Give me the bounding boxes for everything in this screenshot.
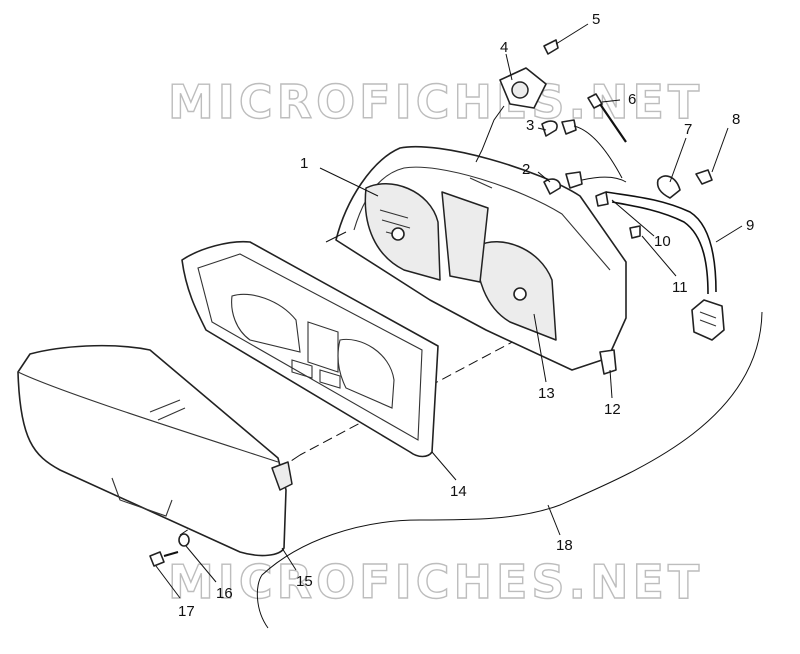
callout-4: 4 bbox=[500, 39, 508, 56]
leader-12 bbox=[609, 369, 613, 399]
leader-13 bbox=[533, 313, 547, 383]
callout-6: 6 bbox=[628, 91, 636, 108]
callout-14: 14 bbox=[450, 483, 467, 500]
callout-1: 1 bbox=[300, 155, 308, 172]
callout-8: 8 bbox=[732, 111, 740, 128]
leader-16 bbox=[185, 545, 217, 583]
leader-11 bbox=[641, 235, 677, 277]
bulbs bbox=[541, 119, 641, 239]
watermark-top: MICROFICHES.NET bbox=[168, 75, 703, 129]
callout-16: 16 bbox=[216, 585, 233, 602]
callout-3: 3 bbox=[526, 117, 534, 134]
callout-12: 12 bbox=[604, 401, 621, 418]
callout-2: 2 bbox=[522, 161, 530, 178]
leader-4 bbox=[505, 53, 513, 81]
callout-17: 17 bbox=[178, 603, 195, 620]
callout-18: 18 bbox=[556, 537, 573, 554]
callout-11: 11 bbox=[672, 279, 688, 296]
leader-7 bbox=[669, 137, 687, 183]
leader-2 bbox=[537, 171, 551, 183]
screw-washer bbox=[149, 533, 190, 567]
leader-3 bbox=[537, 127, 547, 131]
mounting-stud bbox=[325, 231, 347, 243]
lens-cover bbox=[17, 344, 293, 557]
long-screw bbox=[587, 93, 627, 143]
instrument-housing bbox=[325, 145, 627, 375]
callout-10: 10 bbox=[654, 233, 671, 250]
leader-9 bbox=[715, 225, 743, 243]
callout-13: 13 bbox=[538, 385, 555, 402]
callout-15: 15 bbox=[296, 573, 313, 590]
leader-1 bbox=[319, 167, 379, 197]
wire-clip bbox=[656, 169, 713, 199]
leader-8 bbox=[711, 127, 729, 173]
leader-5 bbox=[555, 23, 589, 45]
leader-14 bbox=[431, 451, 457, 481]
leader-6 bbox=[601, 99, 621, 103]
callout-9: 9 bbox=[746, 217, 754, 234]
watermark-bottom: MICROFICHES.NET bbox=[168, 555, 703, 609]
wire-harness bbox=[605, 191, 725, 341]
callout-7: 7 bbox=[684, 121, 692, 138]
leader-15 bbox=[281, 547, 297, 571]
assembly-bracket-18 bbox=[256, 311, 763, 629]
instrument-bezel bbox=[181, 240, 439, 458]
callout-5: 5 bbox=[592, 11, 600, 28]
leader-18 bbox=[547, 504, 561, 536]
leader-17 bbox=[155, 565, 181, 599]
leader-10 bbox=[611, 199, 655, 237]
